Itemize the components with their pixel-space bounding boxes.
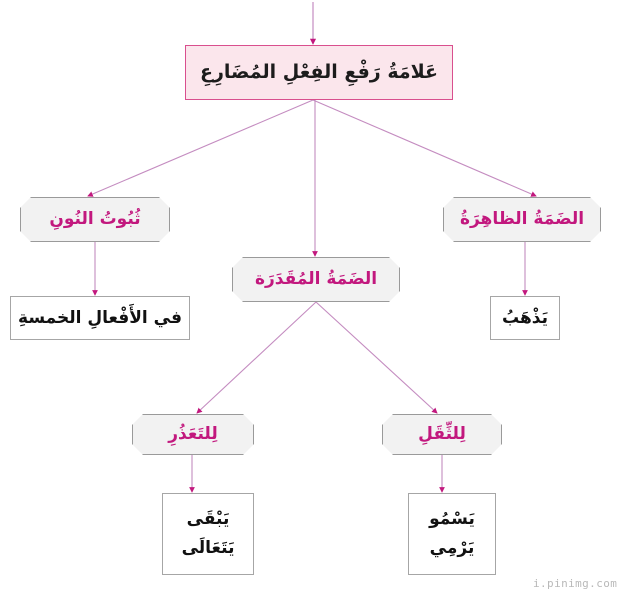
example-box-thiqal-line-1: يَسْمُو <box>429 509 475 530</box>
branch-node-damma-zahira[interactable]: الضَمَةُ الظاهِرَةُ <box>443 197 601 242</box>
sub-branch-node-li-taathur[interactable]: لِلتَعَذُرِ <box>132 414 254 455</box>
example-box-thiqal[interactable]: يَسْمُو يَرْمِي <box>408 493 496 575</box>
example-box-taathur-line-1: يَبْقَى <box>186 509 230 530</box>
edge-title-to-thubut <box>87 99 314 197</box>
title-node-label: عَلامَةُ رَفْعِ الفِعْلِ المُضَارِعِ <box>199 60 439 83</box>
edge-muqaddara-to-thiqal <box>315 301 438 414</box>
branch-node-damma-zahira-label: الضَمَةُ الظاهِرَةُ <box>459 209 585 230</box>
example-box-taathur[interactable]: يَبْقَى يَتَعَالَى <box>162 493 254 575</box>
sub-branch-node-li-thiqal[interactable]: لِلثِّقَلِ <box>382 414 502 455</box>
branch-node-thubut-al-nun[interactable]: ثُبُوتُ النُونِ <box>20 197 170 242</box>
example-box-afal-khamsa-label: في الأَفْعالِ الخمسةِ <box>18 307 182 328</box>
branch-node-damma-muqaddara[interactable]: الضَمَةُ المُقَدَرَة <box>232 257 400 302</box>
title-node[interactable]: عَلامَةُ رَفْعِ الفِعْلِ المُضَارِعِ <box>185 45 453 100</box>
edge-title-to-zahira <box>312 99 537 197</box>
example-box-yadhhab-label: يَذْهَبُ <box>502 307 548 328</box>
sub-branch-node-li-thiqal-label: لِلثِّقَلِ <box>418 424 466 445</box>
example-box-afal-khamsa[interactable]: في الأَفْعالِ الخمسةِ <box>10 296 190 340</box>
example-box-yadhhab[interactable]: يَذْهَبُ <box>490 296 560 340</box>
watermark-label: i.pinimg.com <box>533 577 618 590</box>
branch-node-thubut-al-nun-label: ثُبُوتُ النُونِ <box>49 209 141 230</box>
example-box-taathur-line-2: يَتَعَالَى <box>181 538 235 558</box>
sub-branch-node-li-taathur-label: لِلتَعَذُرِ <box>168 424 218 445</box>
branch-node-damma-muqaddara-label: الضَمَةُ المُقَدَرَة <box>254 269 378 290</box>
edge-muqaddara-to-taathur <box>196 301 317 414</box>
example-box-thiqal-line-2: يَرْمِي <box>429 538 475 558</box>
